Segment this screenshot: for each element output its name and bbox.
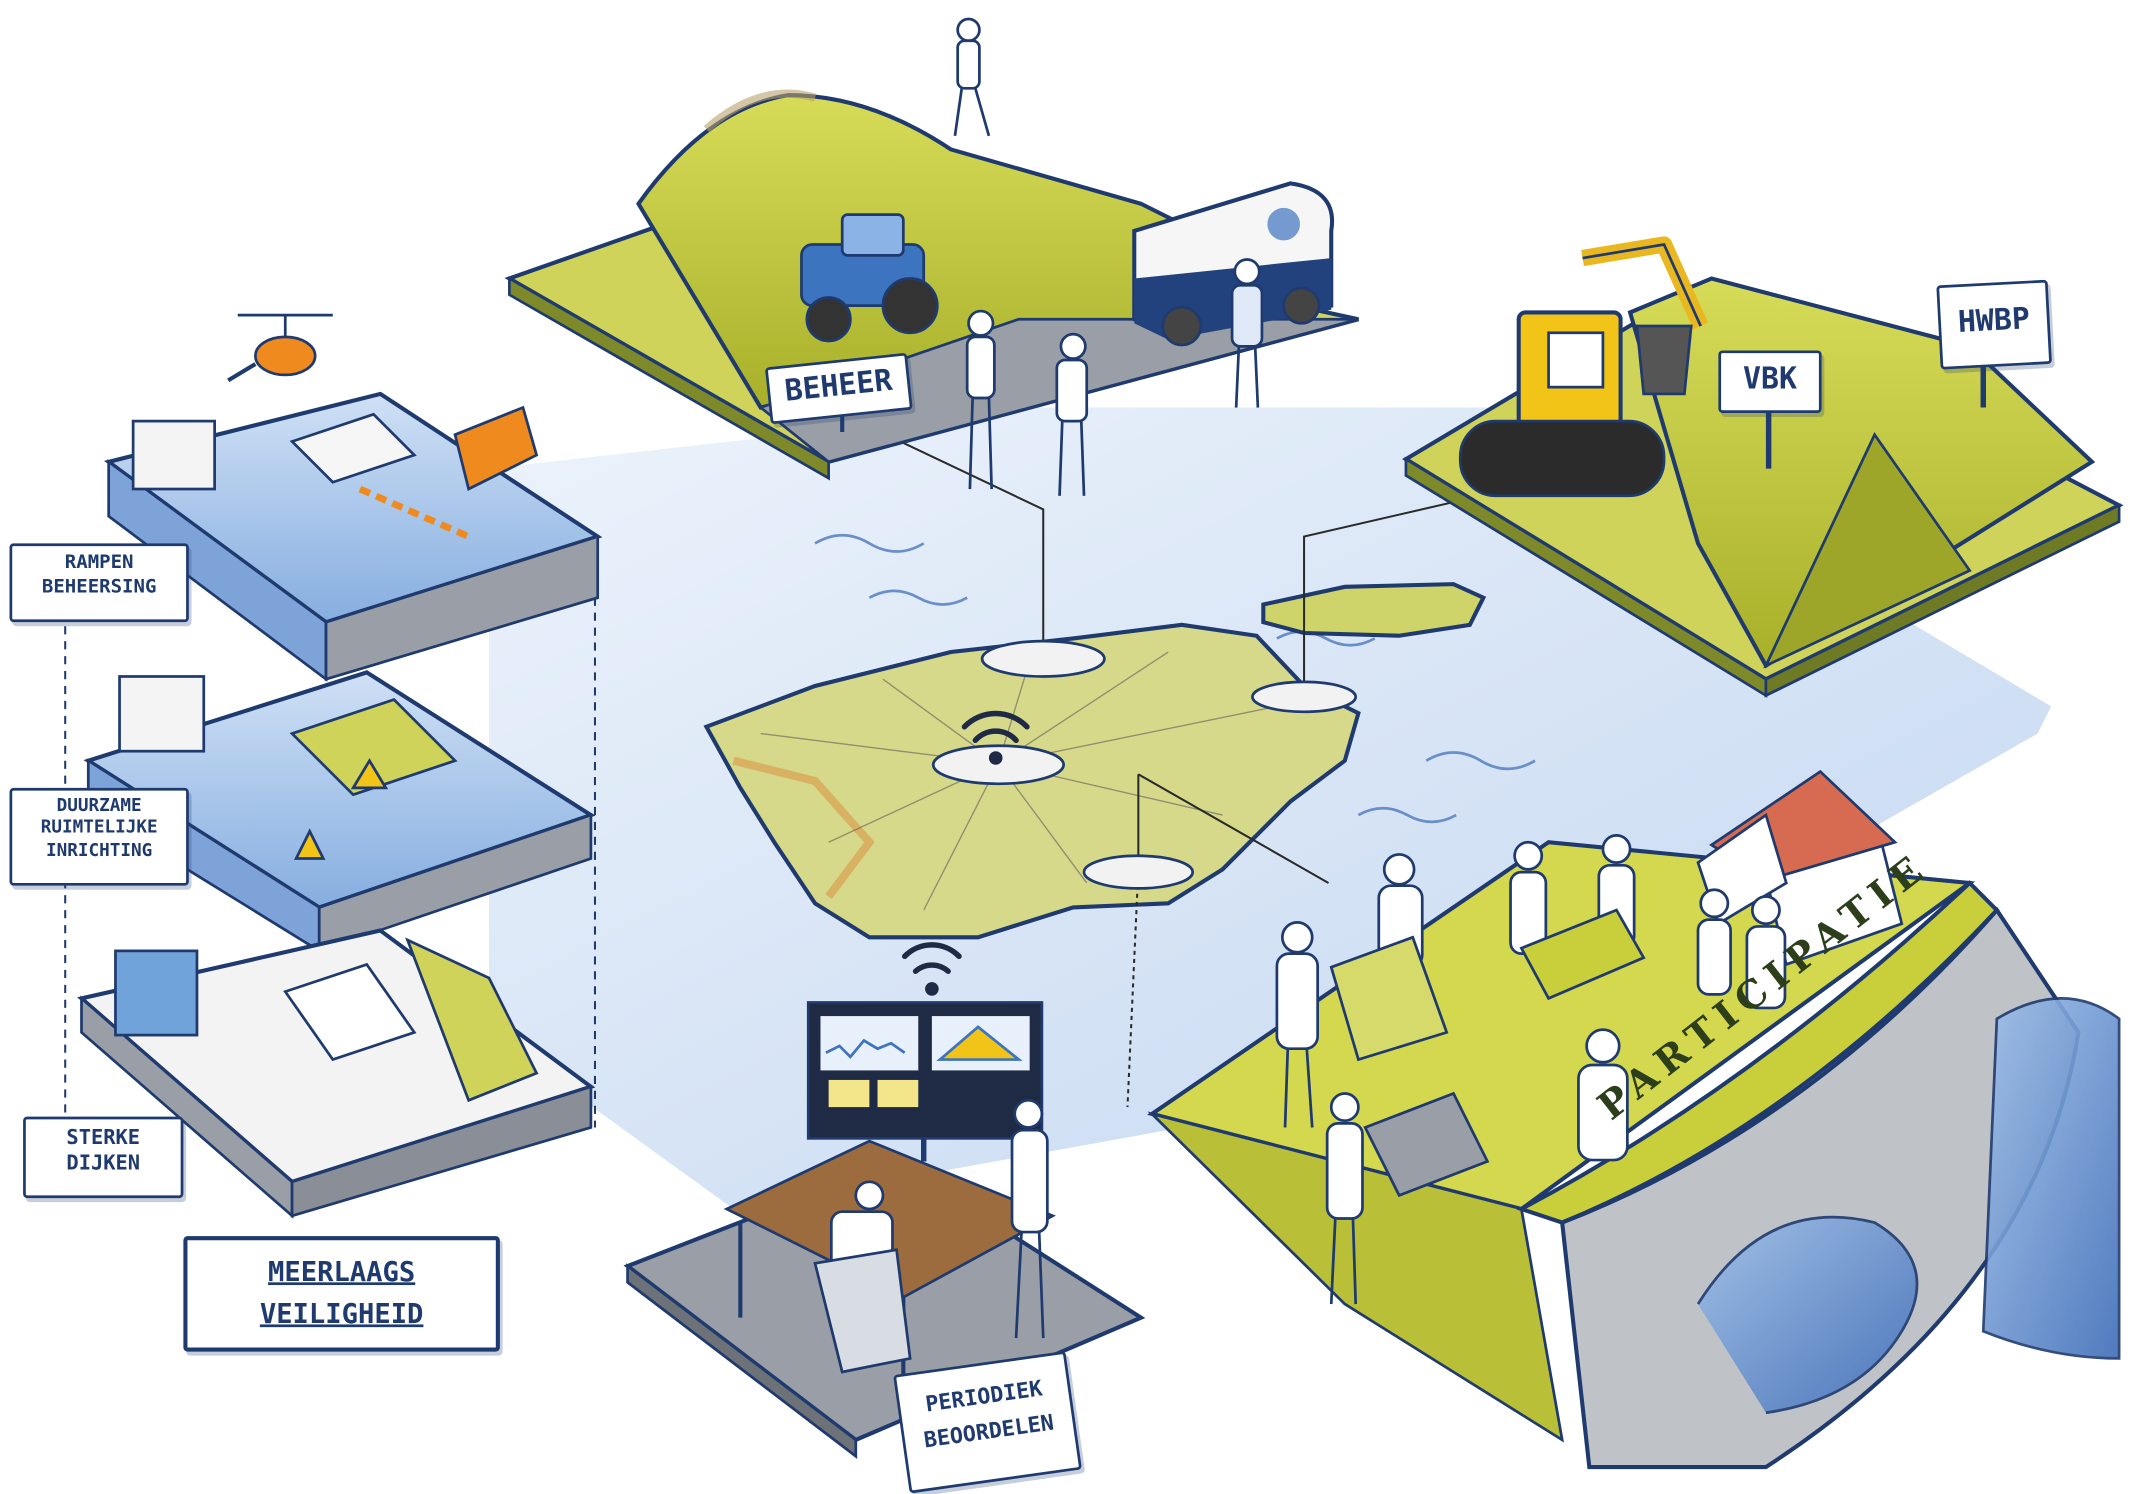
label-periodiek-beoordelen: PERIODIEK BEOORDELEN [893, 1350, 1082, 1494]
helicopter-icon [227, 313, 333, 383]
label-meerlaags-line1: MEERLAAGS [268, 1255, 416, 1288]
label-duurzame-line2: RUIMTELIJKE [40, 818, 158, 839]
layer-box-rampenbeheersing [103, 313, 603, 682]
label-rampen-line2: BEHEERSING [41, 575, 157, 598]
model-board [1363, 1091, 1490, 1198]
connection-lines [879, 431, 1481, 1108]
layer-box-sterke-dijken [77, 928, 596, 1219]
label-vbk: VBK [1718, 350, 1822, 413]
label-sterke-dijken: STERKE DIJKEN [23, 1116, 184, 1199]
label-hwbp: HWBP [1936, 279, 2052, 370]
house [1696, 769, 1904, 967]
periodiek-beoordelen-platform [623, 942, 1146, 1459]
small-island [1261, 582, 1487, 638]
wifi-icon [901, 942, 962, 996]
table-model [1519, 908, 1646, 1001]
people-beheer [953, 17, 1264, 496]
monitor [806, 1001, 1044, 1162]
label-hwbp-text: HWBP [1957, 302, 2031, 341]
participatie-platform [1147, 769, 2121, 1470]
label-duurzame-line1: DUURZAME [56, 796, 142, 817]
label-duurzame-line3: INRICHTING [45, 840, 153, 861]
excavator [1458, 236, 1709, 498]
wifi-icon [961, 710, 1030, 765]
label-meerlaags-line2: VEILIGHEID [259, 1297, 424, 1330]
label-rampen-line1: RAMPEN [64, 551, 134, 574]
label-beheer-text: BEHEER [783, 363, 895, 410]
label-meerlaags-veiligheid: MEERLAAGS VEILIGHEID [183, 1236, 500, 1352]
label-sterke-line2: DIJKEN [66, 1150, 141, 1175]
map-board [1329, 935, 1449, 1062]
tractor [800, 213, 939, 343]
beheer-dike-platform [504, 17, 1359, 496]
people-analysts [813, 1098, 1049, 1374]
label-sterke-line1: STERKE [66, 1124, 141, 1150]
node-discs [931, 639, 1358, 890]
label-duurzame-ruimtelijke-inrichting: DUURZAME RUIMTELIJKE INRICHTING [9, 787, 189, 886]
label-rampen-beheersing: RAMPEN BEHEERSING [9, 543, 189, 623]
label-vbk-text: VBK [1742, 362, 1797, 397]
